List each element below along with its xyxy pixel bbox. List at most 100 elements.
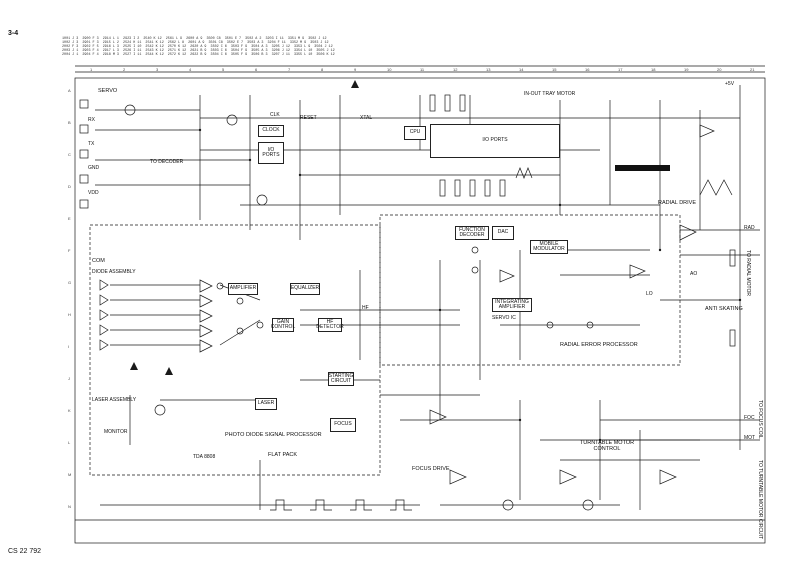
note-to-decoder: TO DECODER (150, 159, 184, 165)
summing-node (236, 327, 244, 335)
grid-col: 16 (585, 67, 590, 72)
connector (79, 99, 89, 109)
op-amp (199, 324, 213, 338)
grid-row: G (68, 280, 72, 285)
op-amp (499, 269, 515, 283)
document-code: CS 22 792 (8, 548, 42, 555)
pin-hf: HF (362, 305, 369, 311)
pin-vcc: +5V (725, 81, 735, 87)
section-radial-error-processor: RADIAL ERROR PROCESSOR (560, 342, 638, 348)
grid-row: E (68, 216, 71, 221)
connector (79, 174, 89, 184)
function-decoder-block: FUNCTION DECODER (455, 226, 489, 240)
transistor (154, 404, 166, 416)
resistor (729, 329, 736, 347)
summing-node (236, 297, 244, 305)
gain-control-block: GAIN CONTROL (270, 318, 296, 332)
waveform (515, 167, 533, 179)
grid-row: L (68, 440, 71, 445)
grid-row: M (68, 472, 72, 477)
clock-block: CLOCK (258, 125, 284, 137)
pin-gnd: GND (88, 165, 100, 171)
integrating-amp-block: INTEGRATING AMPLIFIER (492, 298, 532, 312)
resistor (499, 179, 506, 197)
pin-xtal: XTAL (360, 115, 373, 121)
grid-row: H (68, 312, 71, 317)
reference-row: 1001 J 3 2900 F 3 2914 L 1 2923 I 2 2540… (62, 37, 327, 41)
warning-icon (165, 367, 173, 375)
grid-col: 13 (486, 67, 491, 72)
grid-row: J (68, 376, 70, 381)
pin-rad: RAD (744, 225, 755, 231)
resistor (729, 249, 736, 267)
note-mode: IN-OUT TRAY MOTOR (524, 91, 576, 97)
section-anti-skating: ANTI SKATING (705, 306, 743, 312)
grid-row: I (68, 344, 70, 349)
resistor (459, 94, 466, 112)
op-amp (449, 469, 467, 485)
transistor (256, 194, 268, 206)
grid-col: 6 (255, 67, 258, 72)
grid-col: 20 (717, 67, 722, 72)
amplifier-block: AMPLIFIER (228, 283, 258, 295)
starting-circuit-block: STARTING CIRCUIT (328, 372, 354, 386)
grid-col: 12 (453, 67, 458, 72)
chip-tda: TDA 8808 (193, 454, 216, 460)
grid-row: B (68, 120, 71, 125)
resistor (444, 94, 451, 112)
grid-col: 1 (90, 67, 93, 72)
grid-col: 14 (519, 67, 524, 72)
section-focus-drive: FOCUS DRIVE (412, 466, 450, 472)
note-to-turntable: TO TURNTABLE MOTOR CIRCUIT (757, 460, 763, 540)
io-ports-small-block: I/O PORTS (258, 142, 284, 164)
transistor (124, 104, 136, 116)
section-photo-diode-processor: PHOTO DIODE SIGNAL PROCESSOR (225, 432, 322, 438)
grid-col: 17 (618, 67, 623, 72)
dac-block: DAC (492, 226, 514, 240)
resistor (429, 94, 436, 112)
pin-reset: RESET (300, 115, 317, 121)
op-amp (679, 224, 697, 241)
op-amp (699, 124, 715, 138)
summing-node (546, 321, 554, 329)
grid-row: N (68, 504, 71, 509)
pin-clk: CLK (270, 112, 280, 118)
summing-node (216, 282, 224, 290)
schematic-frame (74, 77, 766, 544)
reference-row: 2003 J 1 2903 F 4 2917 L 3 2526 I 11 254… (62, 49, 335, 53)
op-amp (659, 469, 677, 485)
chip-servo-ic: SERVO IC (492, 315, 516, 321)
bar-marker (615, 165, 670, 171)
grid-col: 3 (156, 67, 159, 72)
section-com: COM (92, 258, 105, 264)
note-to-focus: TO FOCUS COIL (757, 400, 763, 439)
warning-icon (351, 80, 359, 88)
waveform (350, 499, 372, 511)
grid-col: 21 (750, 67, 755, 72)
pin-tx: TX (88, 141, 95, 147)
summing-node (586, 321, 594, 329)
grid-row: C (68, 152, 71, 157)
summing-node (471, 266, 479, 274)
connector (79, 199, 89, 209)
grid-col: 10 (387, 67, 392, 72)
reference-row: 1002 J 3 2901 F 3 2915 L 2 2524 H 11 254… (62, 41, 329, 45)
grid-col: 7 (288, 67, 291, 72)
op-amp (629, 264, 646, 279)
grid-col: 2 (123, 67, 126, 72)
resistor (439, 179, 446, 197)
transistor (226, 114, 238, 126)
grid-row: F (68, 248, 71, 253)
reference-row: 2002 F 3 2902 F 5 2916 L 3 2525 I 10 254… (62, 45, 333, 49)
focus-amp-block: FOCUS (330, 418, 356, 432)
page-id: 3-4 (8, 30, 19, 37)
pin-lo: LO (646, 291, 653, 297)
waveform (390, 499, 412, 511)
label-monitor: MONITOR (104, 429, 128, 435)
hf-detector-block: HF DETECTOR (316, 318, 344, 332)
warning-icon (130, 362, 138, 370)
cpu-block: CPU (404, 126, 426, 140)
section-flat-pack: FLAT PACK (268, 452, 298, 458)
io-ports-block: I/O PORTS (430, 124, 560, 158)
grid-row: K (68, 408, 71, 413)
